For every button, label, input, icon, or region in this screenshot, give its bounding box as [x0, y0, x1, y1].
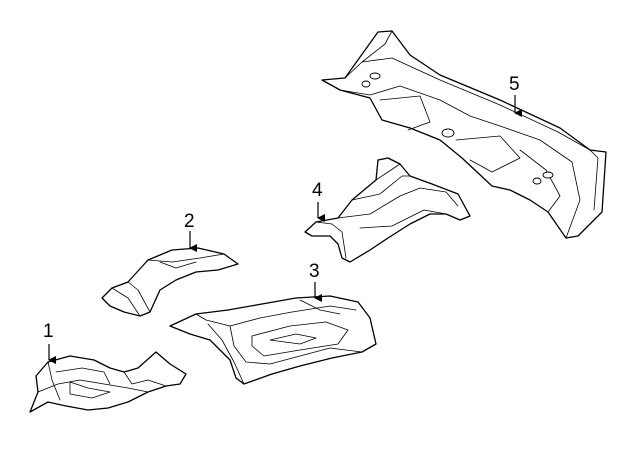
callout-3: 3: [309, 261, 322, 302]
part-3-floor-panel[interactable]: [169, 295, 377, 385]
callout-5: 5: [509, 74, 522, 117]
part-4-tunnel-brace[interactable]: [304, 157, 471, 263]
callout-5-label: 5: [509, 74, 520, 95]
callout-2: 2: [184, 211, 197, 252]
callout-1-label: 1: [43, 321, 54, 342]
callout-4: 4: [312, 180, 325, 222]
callout-4-label: 4: [312, 180, 323, 201]
part-1-shield[interactable]: [29, 351, 187, 413]
callout-1: 1: [43, 321, 56, 364]
part-2-bracket[interactable]: [101, 247, 239, 317]
callout-3-label: 3: [309, 261, 320, 282]
callout-2-label: 2: [184, 211, 195, 232]
part-5-crossmember[interactable]: [321, 30, 607, 239]
